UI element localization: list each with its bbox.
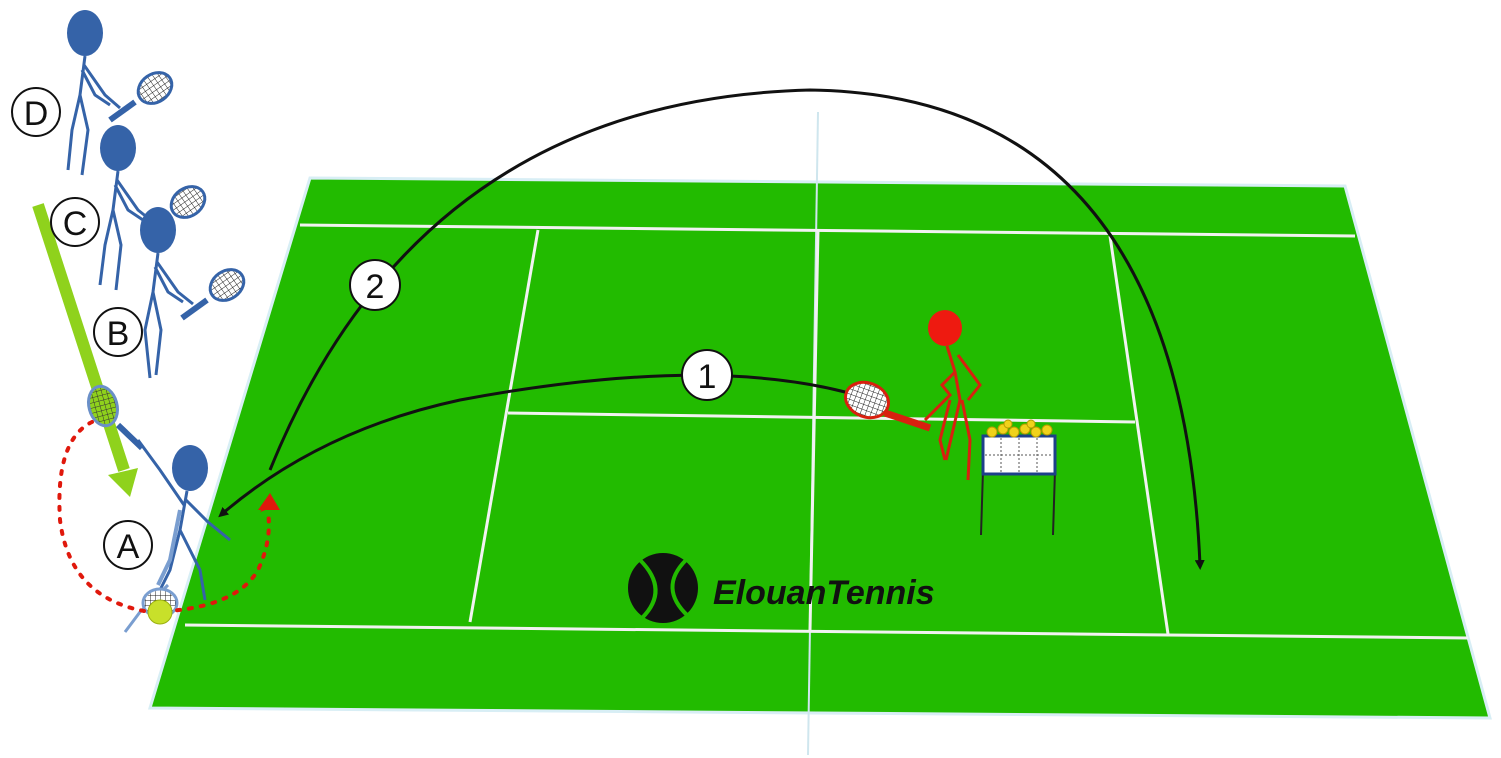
coach-figure [844, 310, 982, 481]
tennis-court [147, 111, 1492, 756]
player-figure-d [66, 10, 174, 176]
svg-text:B: B [107, 315, 130, 353]
player-figure-a [87, 384, 231, 633]
racket-icon [169, 185, 207, 219]
svg-text:D: D [24, 95, 49, 133]
svg-text:2: 2 [366, 268, 385, 306]
svg-text:C: C [63, 205, 88, 243]
tennis-ball-logo-icon [628, 553, 698, 623]
brand-logo: ElouanTennis [628, 553, 935, 623]
svg-text:A: A [117, 528, 140, 566]
coach-head [928, 310, 962, 346]
player-figure-c [98, 125, 207, 291]
brand-name: ElouanTennis [713, 574, 935, 612]
racket-icon [136, 71, 174, 105]
swing-path [57, 420, 280, 615]
tennis-ball [147, 599, 173, 625]
racket-icon [208, 268, 246, 302]
step-label-2: 2 [349, 259, 401, 311]
position-label-d: D [11, 87, 61, 137]
position-label-a: A [103, 520, 153, 570]
player-figure-b [140, 207, 246, 379]
position-label-c: C [50, 197, 100, 247]
court-surface [147, 176, 1492, 720]
racket-icon [844, 380, 890, 420]
position-label-b: B [93, 307, 143, 357]
racket-icon [87, 384, 119, 428]
svg-text:1: 1 [698, 358, 717, 396]
trajectory-1 [218, 373, 846, 518]
step-label-1: 1 [681, 349, 733, 401]
ball-basket-icon [980, 419, 1057, 536]
